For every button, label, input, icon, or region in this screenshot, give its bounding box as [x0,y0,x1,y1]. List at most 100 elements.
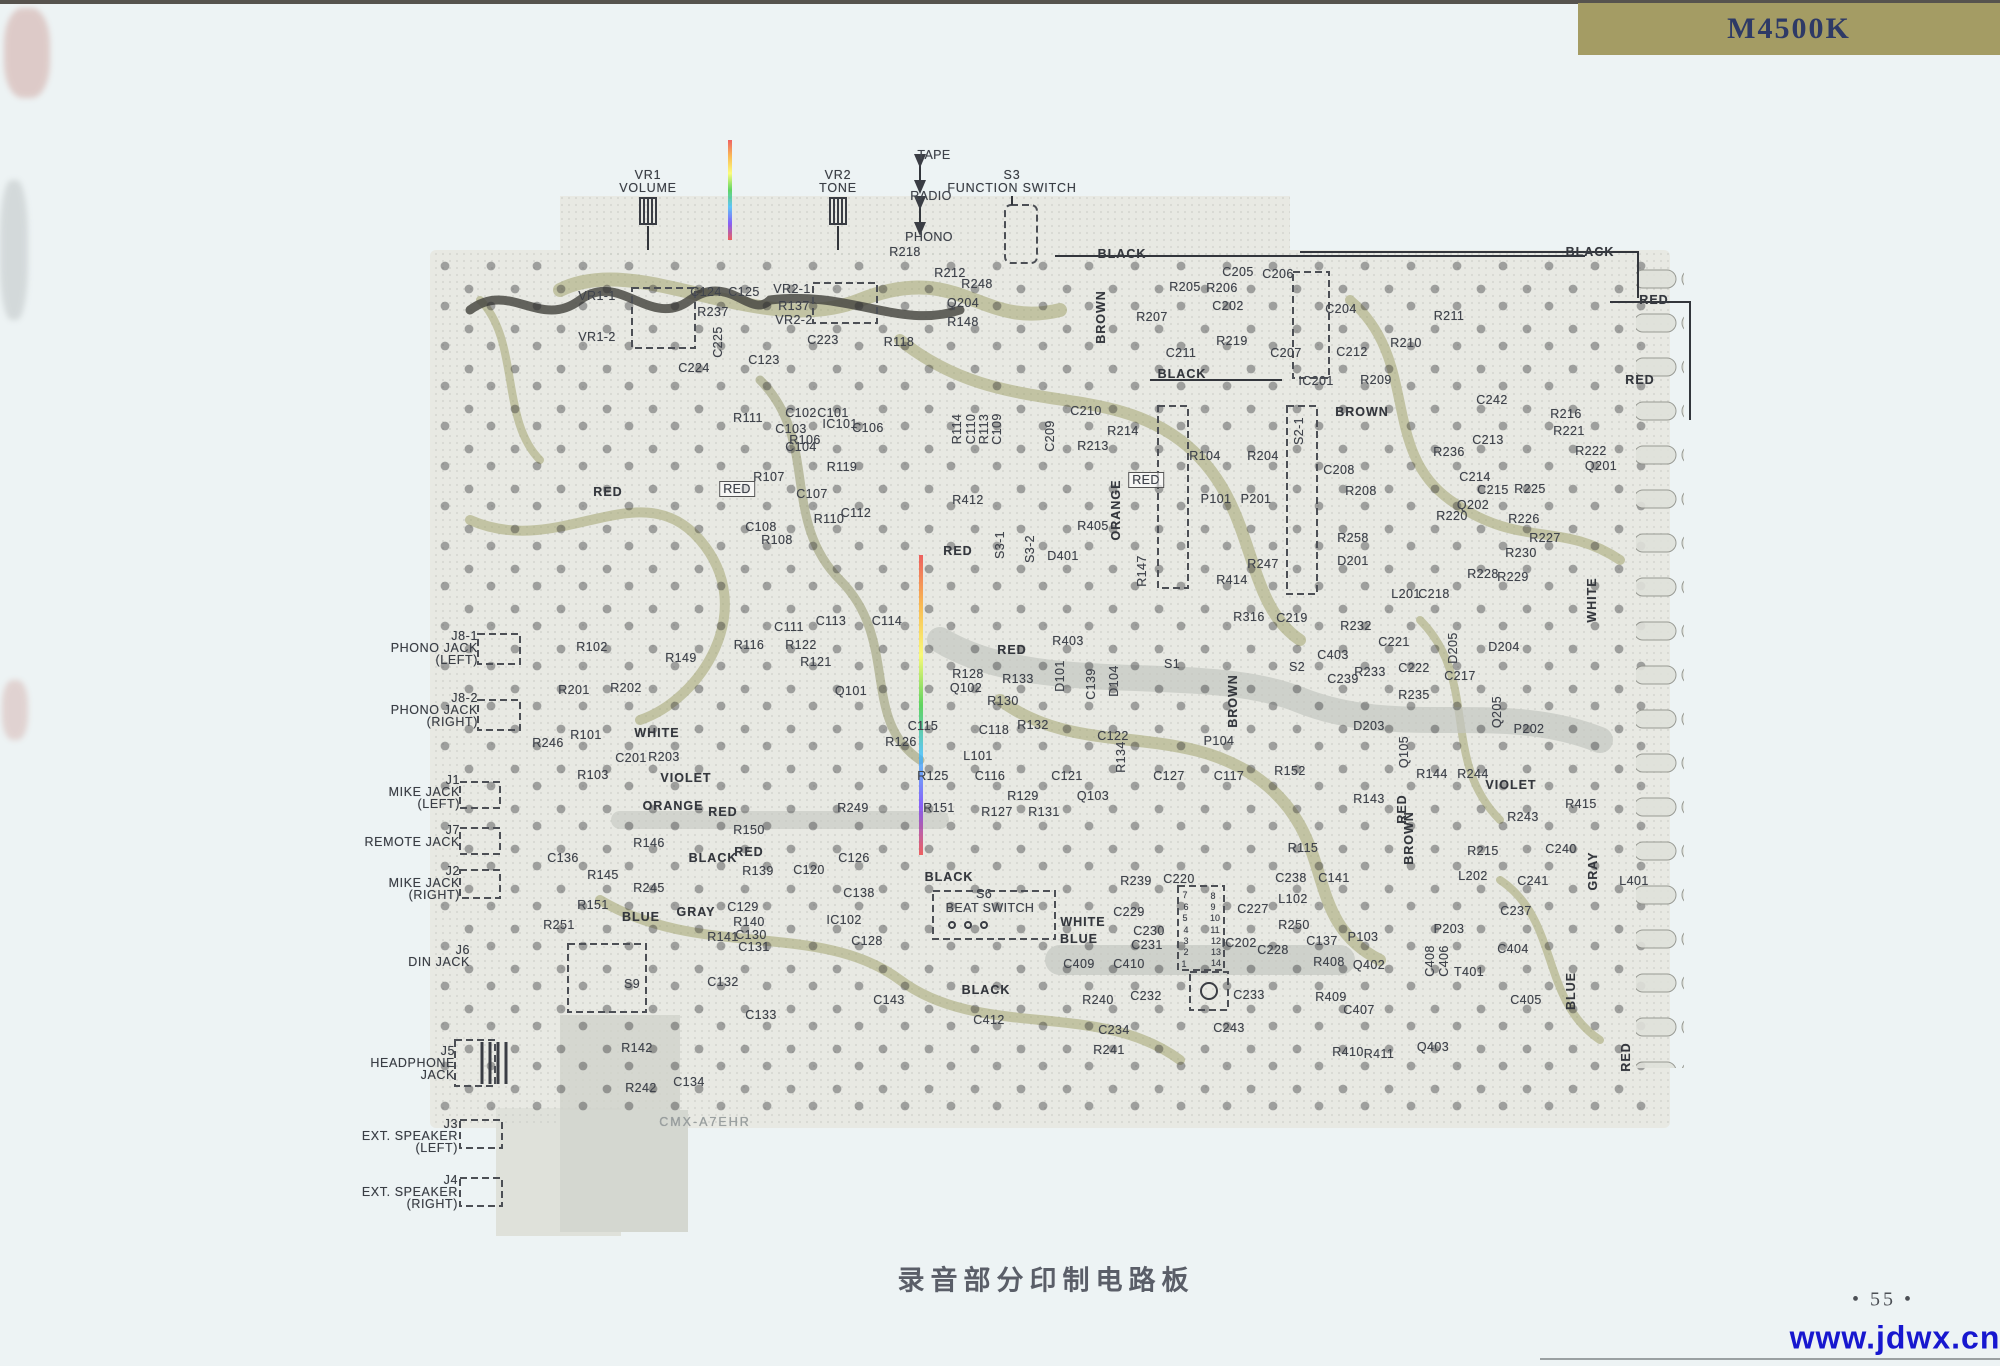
component-label: C213 [1472,433,1504,447]
component-label: VIOLET [1485,778,1537,792]
component-label: BLACK [961,983,1011,997]
component-label: GRAY [1586,851,1600,891]
component-label: 12 [1210,936,1222,946]
component-label: R414 [1216,573,1248,587]
switch-position-label: TAPE [917,148,951,162]
component-label: R228 [1467,567,1499,581]
component-label: C141 [1318,871,1350,885]
component-label: R227 [1529,531,1561,545]
component-label: BLUE [1564,971,1578,1011]
component-label: BROWN [1226,674,1240,728]
component-label: C120 [793,863,825,877]
component-label: L202 [1458,869,1488,883]
component-label: C112 [840,506,872,520]
component-label: C122 [1097,729,1129,743]
component-label: 9 [1210,902,1216,912]
component-label: R242 [625,1081,657,1095]
component-label: R113 [977,413,991,445]
component-label: 6 [1183,902,1189,912]
component-label: 7 [1182,890,1188,900]
component-label: WHITE [1585,577,1599,623]
component-label: C233 [1233,988,1265,1002]
component-label: C223 [807,333,839,347]
component-label: D203 [1353,719,1385,733]
component-label: D104 [1107,665,1121,697]
component-label: BLACK [1097,247,1147,261]
component-label: 1 [1181,959,1187,969]
component-label: L401 [1619,874,1649,888]
component-label: C132 [707,975,739,989]
component-label: C217 [1444,669,1476,683]
component-label: Q202 [1456,498,1490,512]
component-label: R106 [789,433,821,447]
component-label: S3-1 [993,530,1007,560]
component-label: C208 [1323,463,1355,477]
component-label: BLACK [688,851,738,865]
component-label: R145 [587,868,619,882]
component-label: R118 [883,335,915,349]
component-label: C227 [1237,902,1269,916]
component-label: R226 [1508,512,1540,526]
component-label: C103 [775,422,807,436]
scan-smudge [0,180,28,320]
component-label: C123 [748,353,780,367]
component-label: Q103 [1076,789,1110,803]
component-label: C108 [745,520,777,534]
component-label: C239 [1327,672,1359,686]
component-label: P103 [1347,930,1379,944]
scan-color-fringe [728,140,732,240]
component-label: C121 [1051,769,1083,783]
component-label: R209 [1360,373,1392,387]
component-label: R202 [610,681,642,695]
component-label: R215 [1467,844,1499,858]
component-label: ORANGE [642,799,704,813]
component-label: R403 [1052,634,1084,648]
component-label: T401 [1453,965,1485,979]
component-label: R240 [1082,993,1114,1007]
component-label: D204 [1488,640,1520,654]
component-label: R415 [1565,797,1597,811]
component-label: L102 [1278,892,1308,906]
component-label: R408 [1313,955,1345,969]
component-label: RED [1128,472,1164,488]
component-label: R132 [1017,718,1049,732]
component-label: C241 [1517,874,1549,888]
component-label: VR1-1 [578,289,616,303]
component-label: C205 [1222,265,1254,279]
component-label: C107 [796,487,828,501]
component-label: R130 [987,694,1019,708]
component-label: C237 [1500,904,1532,918]
component-label: R122 [785,638,817,652]
component-label: R151 [577,898,609,912]
component-label: R258 [1337,531,1369,545]
switch-position-label: PHONO [905,230,953,244]
watermark-url: www.jdwx.cn [1789,1319,2000,1356]
component-label: S3-2 [1023,534,1037,564]
component-label: C221 [1378,635,1410,649]
scan-smudge [2,680,28,740]
component-label: R203 [648,750,680,764]
component-label: R229 [1497,570,1529,584]
component-label: C138 [843,886,875,900]
component-label: R232 [1340,619,1372,633]
component-label: R129 [1007,789,1039,803]
component-label: C116 [974,769,1006,783]
component-label: C128 [851,934,883,948]
component-label: C126 [838,851,870,865]
component-label: P101 [1200,492,1232,506]
component-label: R204 [1247,449,1279,463]
component-label: C106 [852,421,884,435]
figure-caption: 录音部分印制电路板 [897,1265,1195,1296]
component-label: R239 [1120,874,1152,888]
component-label: R206 [1206,281,1238,295]
component-label: C131 [738,940,770,954]
component-label: L101 [963,749,993,763]
component-label: C403 [1317,648,1349,662]
component-label: RED [708,805,738,819]
component-label: C134 [673,1075,705,1089]
